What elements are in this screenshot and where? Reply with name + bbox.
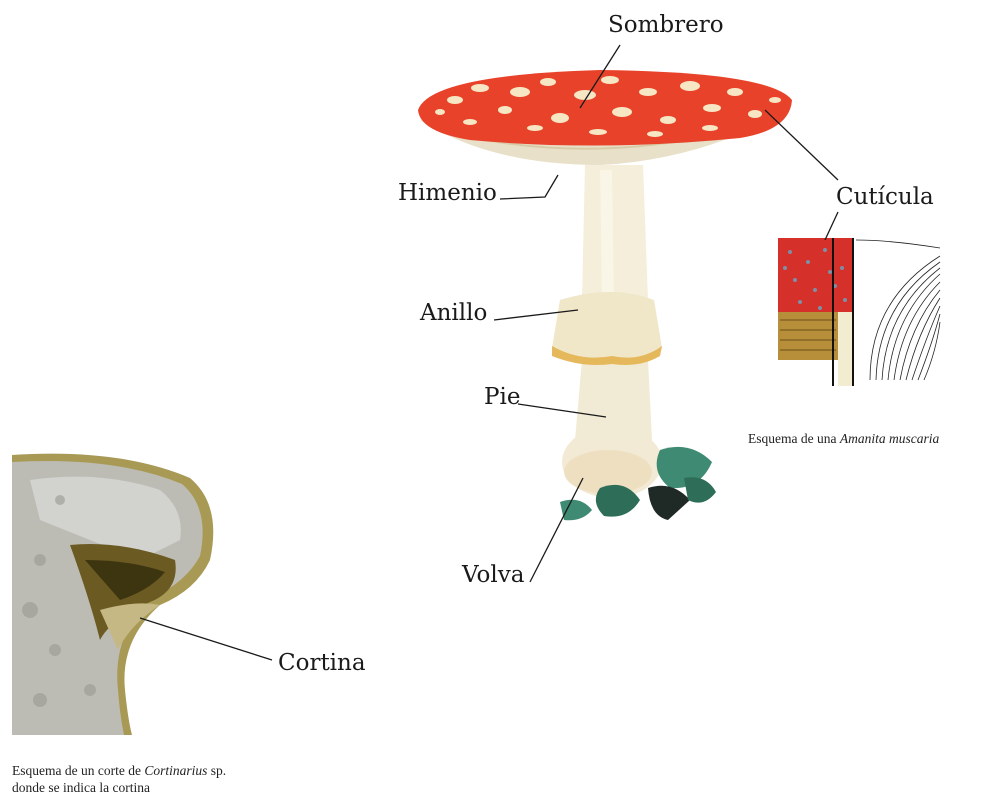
cortinarius-illustration xyxy=(12,454,213,735)
caption-amanita-prefix: Esquema de una xyxy=(748,431,840,446)
label-cuticula: Cutícula xyxy=(836,186,934,209)
label-sombrero: Sombrero xyxy=(608,14,724,37)
label-cortina: Cortina xyxy=(278,652,366,675)
label-anillo: Anillo xyxy=(420,302,487,325)
stem-upper xyxy=(582,165,648,300)
leader-cortina xyxy=(140,618,272,660)
caption-cortinarius-prefix: Esquema de un corte de xyxy=(12,763,144,778)
caption-amanita: Esquema de una Amanita muscaria xyxy=(748,430,939,447)
leader-cuticula-inset xyxy=(825,212,838,240)
caption-cortinarius-suffix: sp. xyxy=(207,763,226,778)
leader-himenio xyxy=(500,175,558,199)
label-pie: Pie xyxy=(484,386,520,409)
leader-cuticula xyxy=(765,110,838,180)
caption-amanita-species: Amanita muscaria xyxy=(840,431,939,446)
stem-lower xyxy=(575,360,652,440)
caption-cortinarius-genus: Cortinarius xyxy=(144,763,207,778)
amanita-illustration xyxy=(418,70,792,520)
cuticle-inset xyxy=(778,238,940,386)
label-himenio: Himenio xyxy=(398,182,497,205)
ring-shape xyxy=(552,292,662,359)
caption-cortinarius: Esquema de un corte de Cortinarius sp. d… xyxy=(12,762,226,796)
caption-cortinarius-line2: donde se indica la cortina xyxy=(12,780,150,795)
label-volva: Volva xyxy=(462,564,524,587)
leader-volva xyxy=(530,478,583,582)
